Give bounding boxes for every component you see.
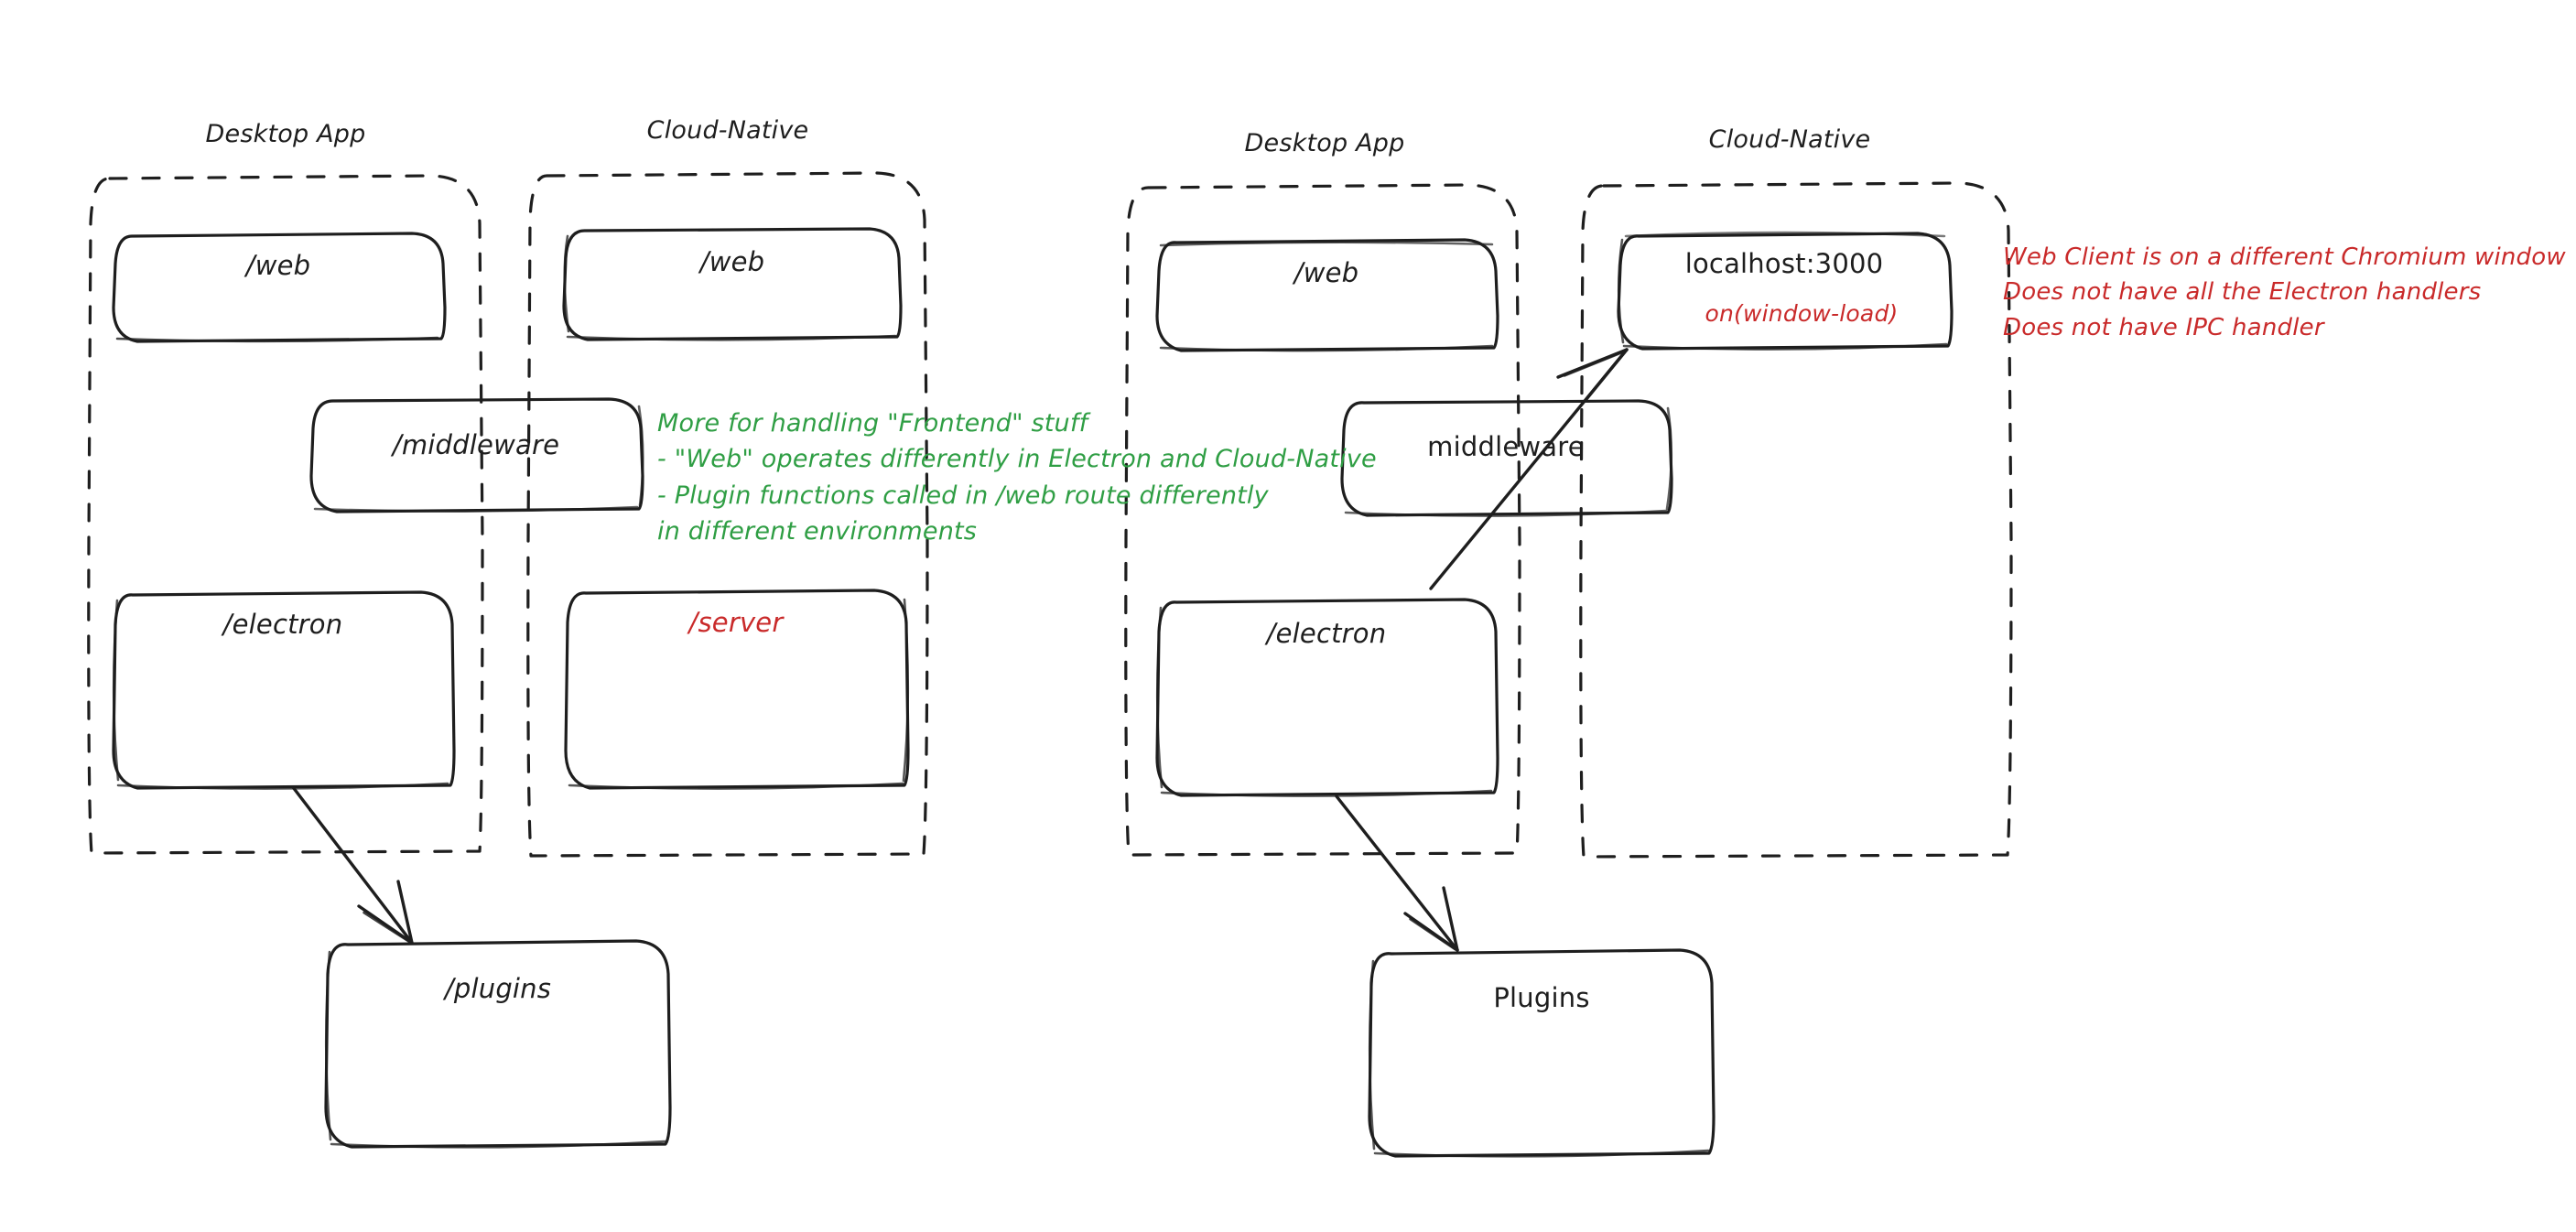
box-label-right-middleware: middleware (1427, 431, 1585, 462)
box-right-middleware (1340, 399, 1673, 517)
group-title-left-desktop-app: Desktop App (205, 120, 366, 148)
box-left-server (564, 589, 910, 790)
box-label-left-plugins: /plugins (444, 973, 552, 1004)
box-right-localhost (1617, 231, 1954, 351)
note-green-line-3: - Plugin functions called in /web route … (657, 481, 1269, 510)
box-left-middleware (309, 397, 644, 513)
note-red-line-3: Does not have IPC handler (2003, 313, 2324, 341)
box-label-left-cloud-web: /web (699, 246, 765, 277)
note-red-line-2: Does not have all the Electron handlers (2003, 278, 2482, 307)
group-left-desktop-app (87, 174, 484, 855)
box-left-desktop-web (112, 232, 447, 343)
note-green-left: More for handling "Frontend" stuff - "We… (657, 405, 1377, 550)
arrow-right-electron-to-plugins (1335, 794, 1459, 952)
group-title-right-desktop-app: Desktop App (1244, 129, 1405, 157)
group-right-desktop-app (1124, 183, 1521, 857)
arrow-right-electron-to-localhost (1429, 348, 1629, 590)
note-red-line-1: Web Client is on a different Chromium wi… (2003, 243, 2566, 271)
box-label-left-server: /server (688, 607, 784, 638)
box-label-right-localhost: localhost:3000 (1684, 248, 1884, 279)
box-left-cloud-web (562, 227, 903, 341)
group-title-left-cloud-native: Cloud-Native (646, 116, 809, 145)
group-left-cloud-native (526, 171, 929, 858)
group-right-cloud-native (1579, 181, 2013, 859)
box-right-plugins (1368, 948, 1716, 1158)
note-green-line-1: More for handling "Frontend" stuff (657, 409, 1088, 438)
box-label-left-middleware: /middleware (392, 429, 560, 460)
box-sublabel-right-localhost-on-window-load: on(window-load) (1705, 300, 1899, 327)
box-label-left-desktop-web: /web (245, 250, 311, 281)
box-label-left-electron: /electron (222, 609, 343, 640)
note-green-line-2: - "Web" operates differently in Electron… (657, 445, 1377, 474)
box-left-electron (112, 590, 456, 790)
group-title-right-cloud-native: Cloud-Native (1708, 125, 1871, 154)
box-right-electron (1155, 598, 1499, 797)
box-label-right-desktop-web: /web (1293, 257, 1359, 288)
box-left-plugins (324, 939, 672, 1149)
note-red-right: Web Client is on a different Chromium wi… (2003, 240, 2566, 345)
box-right-desktop-web (1155, 238, 1499, 352)
box-label-right-electron: /electron (1266, 618, 1387, 649)
note-green-line-4: in different environments (657, 517, 978, 546)
arrow-left-electron-to-plugins (291, 785, 414, 945)
box-label-right-plugins: Plugins (1493, 982, 1590, 1013)
